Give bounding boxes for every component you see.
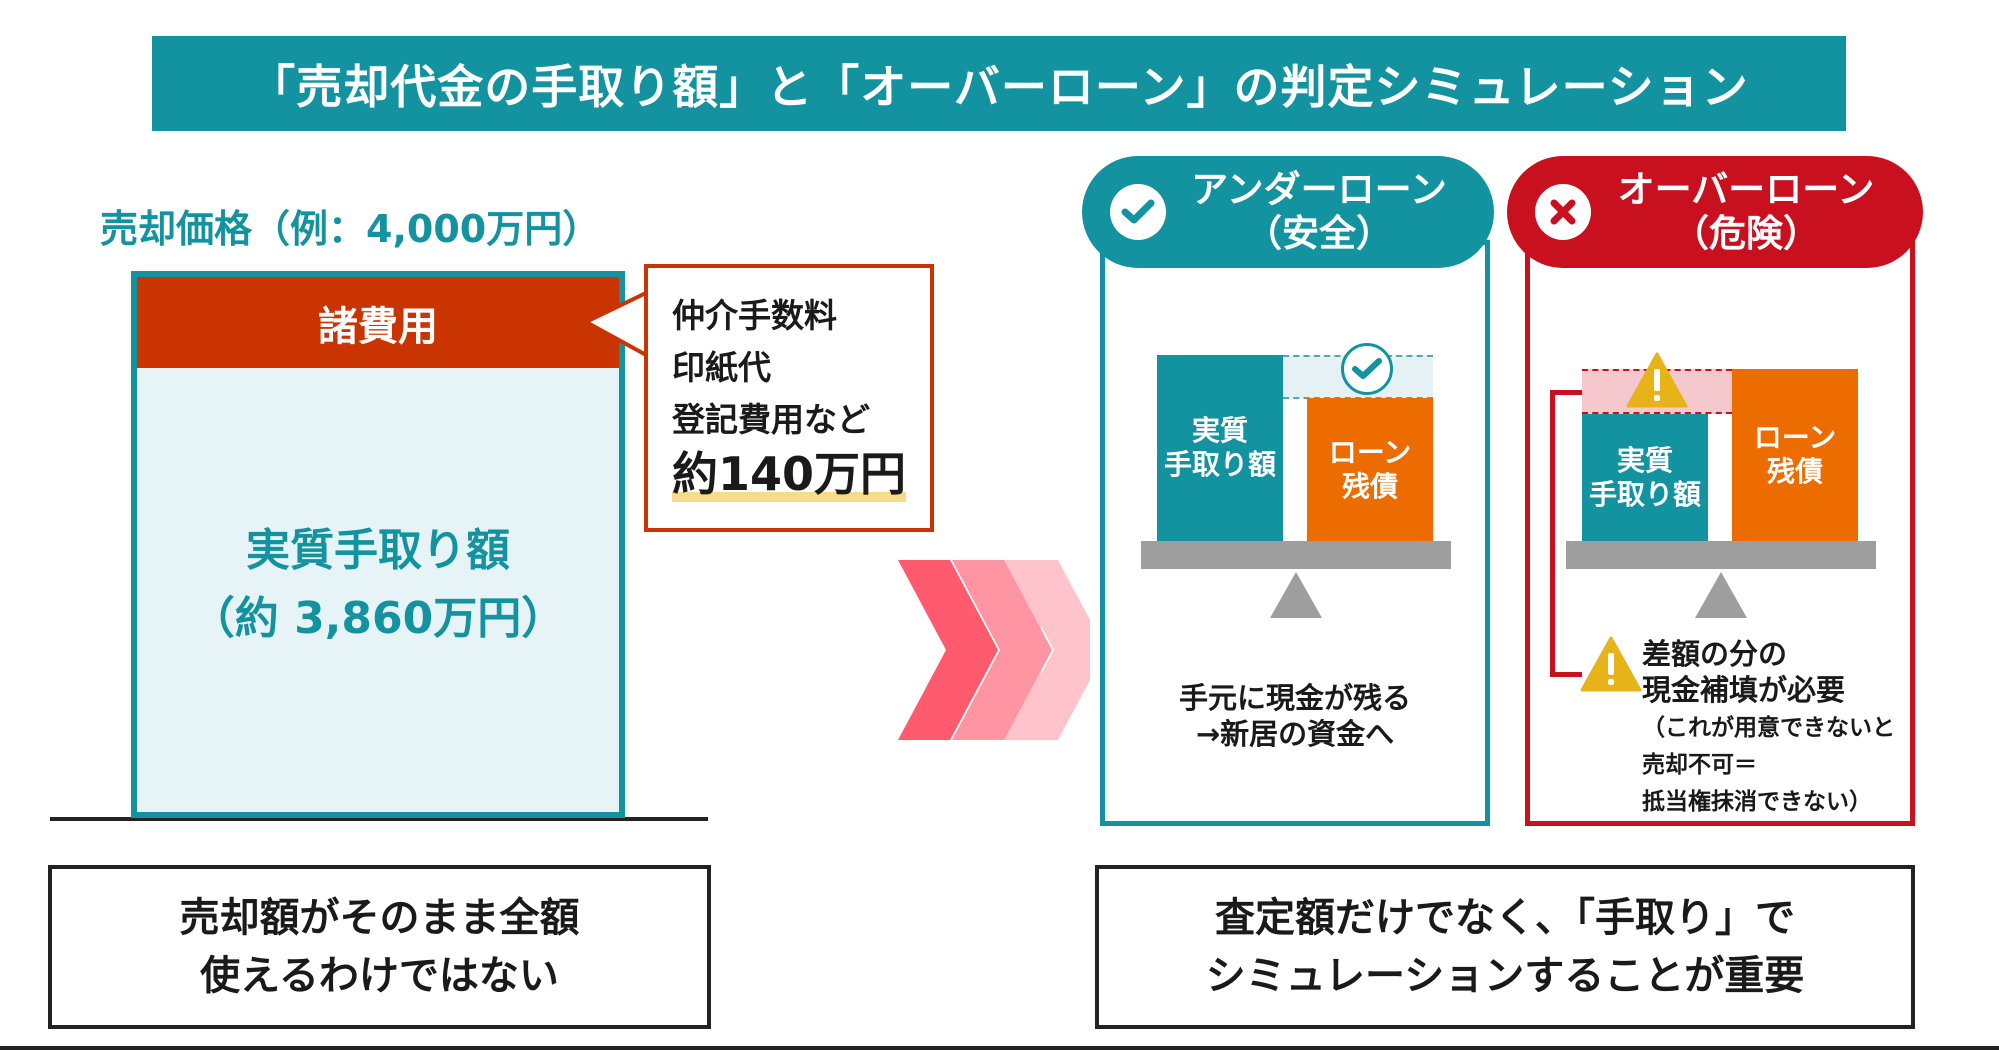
expenses-amount: 約140万円 — [672, 446, 907, 502]
note-line: （これが用意できないと — [1642, 715, 1895, 741]
note-line: 抵当権抹消できない） — [1642, 789, 1872, 815]
note-line: 手元に現金が残る — [1178, 681, 1411, 715]
check-circle-icon — [1110, 184, 1166, 240]
scale-fulcrum-icon — [1695, 572, 1747, 618]
bottom-divider — [0, 1046, 1999, 1050]
expense-item: 印紙代 — [672, 348, 771, 387]
under-loan-subtitle: （安全） — [1245, 212, 1393, 255]
bar-label: ローン — [1328, 435, 1412, 469]
over-loan-subnote: （これが用意できないと 売却不可＝ 抵当権抹消できない） — [1642, 710, 1895, 821]
check-circle-icon — [1341, 343, 1393, 395]
sale-price-box: 諸費用 実質手取り額 （約 3,860万円） — [131, 271, 625, 818]
summary-box-right: 査定額だけでなく、「手取り」で シミュレーションすることが重要 — [1095, 865, 1915, 1029]
summary-line: 売却額がそのまま全額 — [179, 895, 580, 941]
net-proceeds-bar: 実質手取り額 — [1157, 355, 1283, 541]
bar-label: 実質 — [1191, 414, 1248, 447]
scale-beam — [1566, 541, 1876, 569]
deficit-bracket — [1550, 390, 1582, 677]
over-loan-title: オーバーローン — [1617, 168, 1875, 211]
summary-box-left: 売却額がそのまま全額 使えるわけではない — [48, 865, 711, 1029]
under-loan-title: アンダーローン — [1191, 168, 1447, 211]
under-loan-header: アンダーローン （安全） — [1082, 156, 1494, 268]
net-proceeds-amount: （約 3,860万円） — [190, 593, 566, 644]
callout-pointer-icon — [586, 292, 650, 360]
note-line: 売却不可＝ — [1642, 752, 1757, 778]
expenses-callout: 仲介手数料 印紙代 登記費用など 約140万円 — [644, 264, 934, 532]
page-title: 「売却代金の手取り額」と「オーバーローン」の判定シミュレーション — [152, 36, 1846, 131]
net-proceeds-bar: 実質手取り額 — [1582, 414, 1708, 541]
warning-triangle-icon — [1580, 636, 1642, 692]
bar-label: 残債 — [1341, 469, 1398, 503]
summary-line: 査定額だけでなく、「手取り」で — [1215, 895, 1795, 941]
bar-label: 実質 — [1616, 443, 1673, 477]
note-line: 差額の分の — [1642, 637, 1788, 671]
sale-price-label: 売却価格（例：4,000万円） — [100, 207, 601, 251]
bar-label: ローン — [1753, 421, 1837, 454]
triple-chevron-right-icon — [898, 560, 1090, 740]
note-line: →新居の資金へ — [1195, 717, 1395, 751]
under-loan-note: 手元に現金が残る →新居の資金へ — [1100, 680, 1490, 752]
summary-line: 使えるわけではない — [200, 953, 559, 999]
over-loan-subtitle: （危険） — [1672, 212, 1820, 255]
loan-balance-bar: ローン残債 — [1732, 369, 1858, 541]
net-proceeds-title: 実質手取り額 — [246, 525, 510, 576]
summary-line: シミュレーションすることが重要 — [1205, 953, 1805, 999]
ground-line — [50, 817, 708, 821]
scale-fulcrum-icon — [1270, 572, 1322, 618]
expense-item: 仲介手数料 — [672, 296, 837, 335]
expenses-band: 諸費用 — [137, 277, 619, 368]
bar-label: 手取り額 — [1588, 477, 1701, 511]
x-circle-icon — [1535, 184, 1591, 240]
note-line: 現金補填が必要 — [1642, 673, 1846, 707]
loan-balance-bar: ローン残債 — [1307, 398, 1433, 541]
warning-triangle-icon — [1626, 352, 1688, 408]
bar-label: 残債 — [1766, 455, 1823, 488]
over-loan-header: オーバーローン （危険） — [1507, 156, 1923, 268]
expense-item: 登記費用など — [672, 400, 870, 439]
net-proceeds-label: 実質手取り額 （約 3,860万円） — [137, 517, 619, 653]
scale-beam — [1141, 541, 1451, 569]
over-loan-note: 差額の分の 現金補填が必要 — [1642, 636, 1845, 708]
bar-label: 手取り額 — [1163, 448, 1276, 481]
